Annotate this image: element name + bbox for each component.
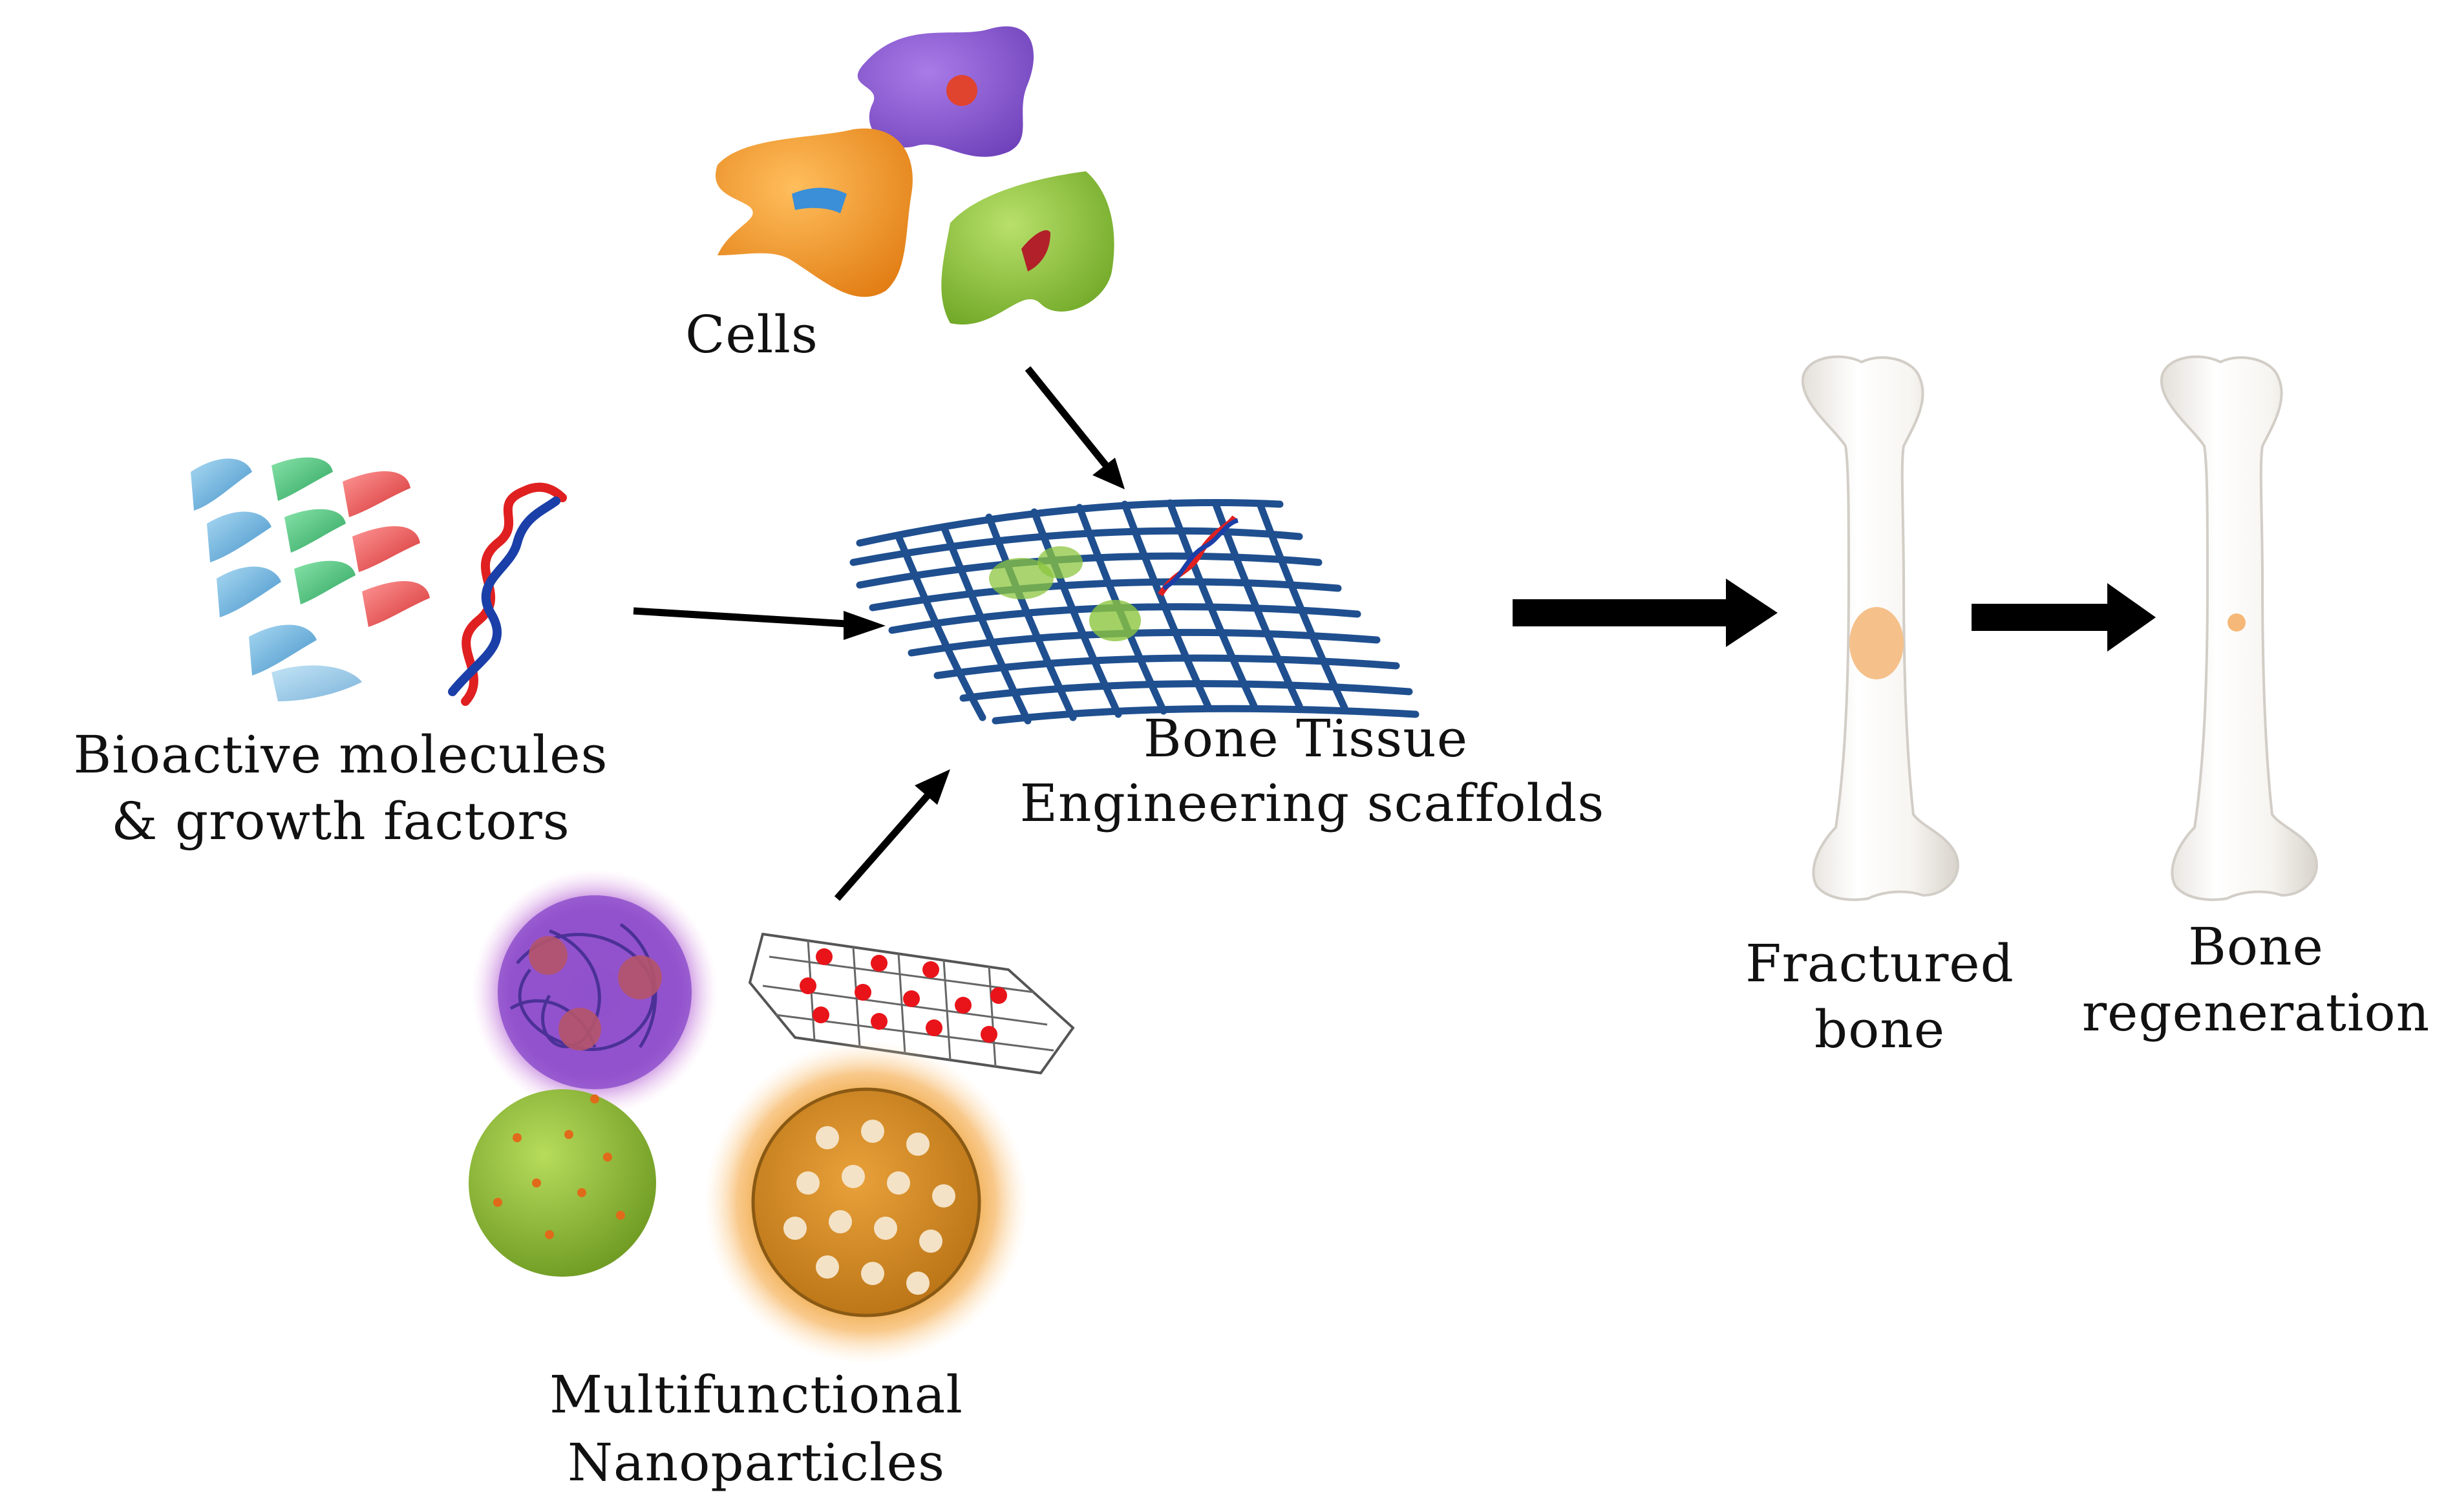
- regeneration-label-line1: Bone: [2188, 917, 2324, 977]
- cells-label: Cells: [685, 304, 818, 365]
- scaffold-label-line2: Engineering scaffolds: [1020, 773, 1605, 833]
- nanoparticles-label-line1: Multifunctional: [549, 1365, 963, 1425]
- arrow-molecules-to-scaffold: [633, 607, 886, 640]
- arrow-scaffold-to-fractured-bone: [1513, 579, 1778, 647]
- fractured-bone-icon: [1801, 355, 1959, 901]
- arrow-fractured-to-regenerated-bone: [1972, 583, 2156, 652]
- scaffold-label-line1: Bone Tissue: [1143, 708, 1468, 769]
- bioactive-label-line1: Bioactive molecules: [73, 725, 608, 785]
- carbon-nanotube-icon: [748, 932, 1075, 1075]
- mesoporous-nanoparticle-icon: [705, 1041, 1028, 1364]
- arrow-cells-to-scaffold: [1025, 366, 1125, 489]
- scaffold-cells-icon: [989, 515, 1239, 641]
- polymer-nanoparticle-icon: [472, 869, 718, 1115]
- cells-cluster-icon: [715, 26, 1114, 325]
- protein-cluster-icon: [191, 457, 430, 701]
- fractured-bone-label-line1: Fractured: [1745, 933, 2014, 994]
- fractured-bone-label-line2: bone: [1814, 999, 1945, 1059]
- nanoparticles-label-line2: Nanoparticles: [568, 1432, 945, 1493]
- arrow-nanoparticles-to-scaffold: [834, 769, 950, 901]
- regeneration-label-line2: regeneration: [2082, 983, 2430, 1043]
- green-nanoparticle-icon: [469, 1089, 656, 1277]
- bioactive-label-line2: & growth factors: [111, 791, 570, 851]
- dna-helix-icon: [448, 482, 567, 706]
- regenerated-bone-icon: [2160, 355, 2318, 901]
